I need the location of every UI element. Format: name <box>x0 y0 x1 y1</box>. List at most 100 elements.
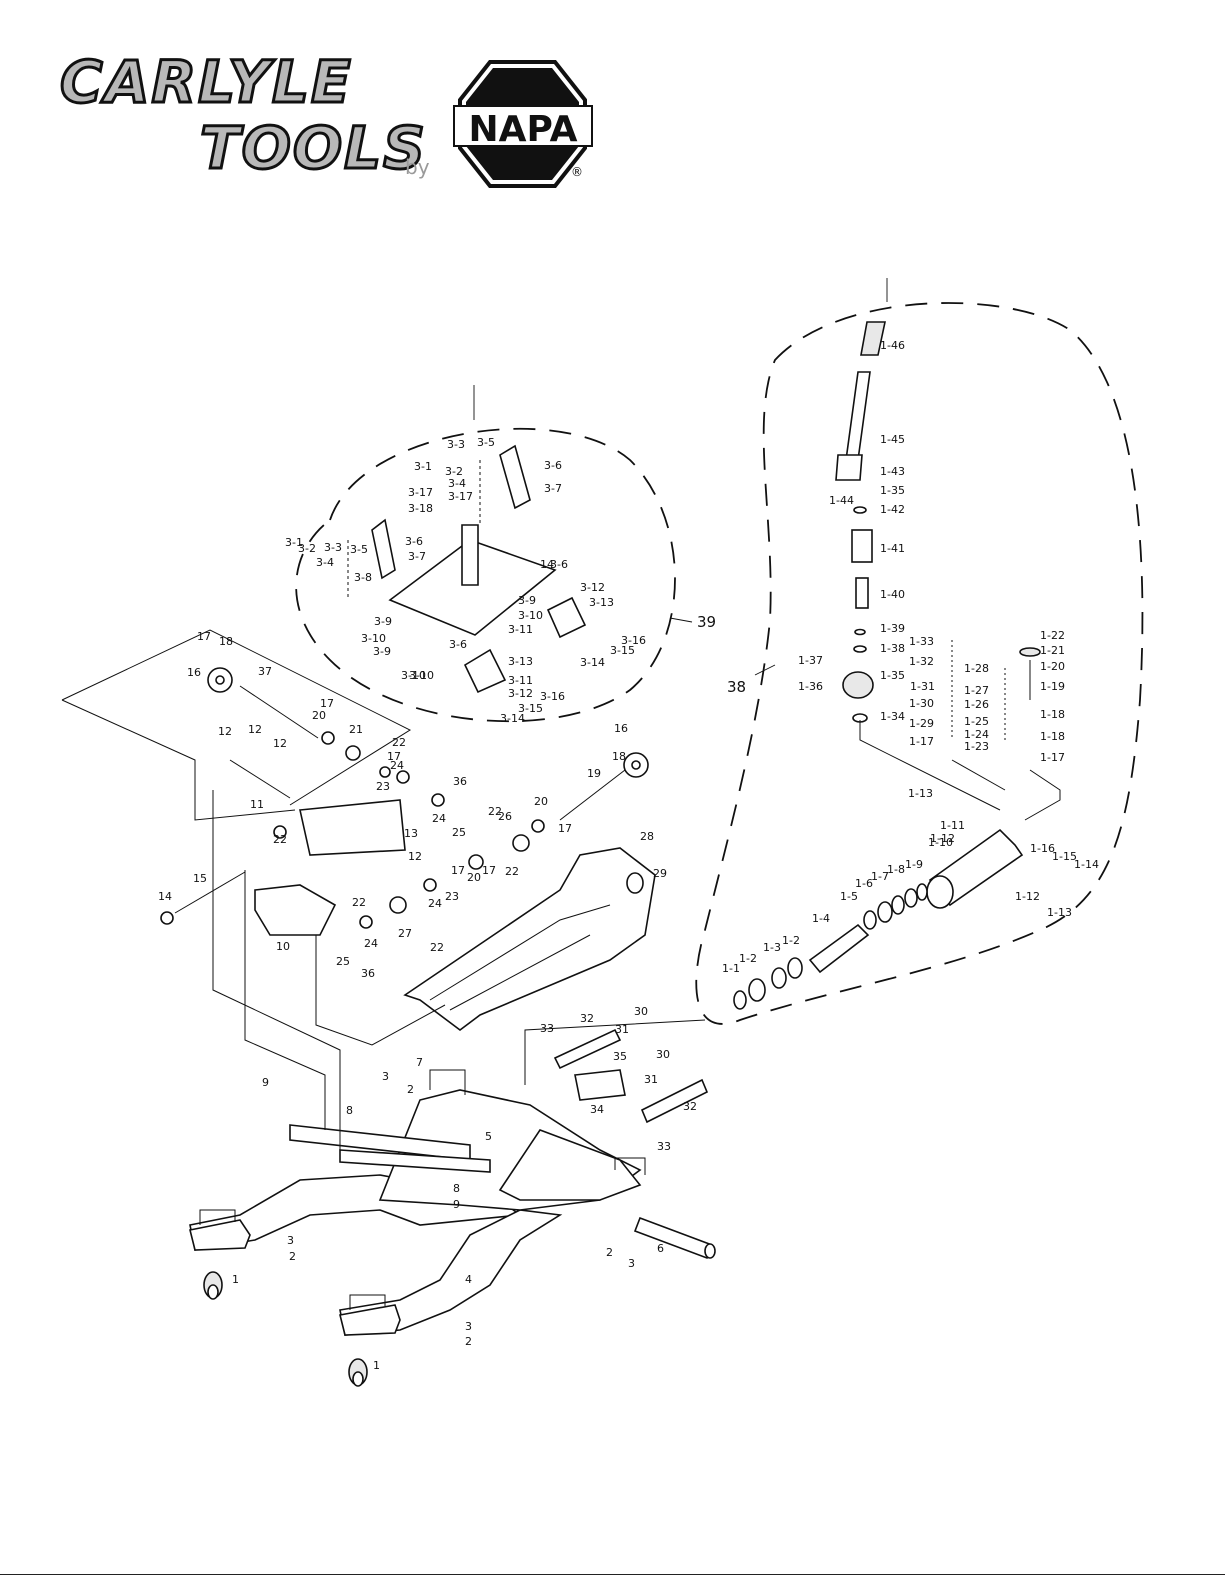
base-callout-41: 20 <box>467 871 481 884</box>
pump-to-frame-line <box>524 1019 706 1085</box>
saddle-callout-32: 3-15 <box>610 644 635 657</box>
pump-detail-boundary <box>695 302 1144 1025</box>
bushing-f <box>531 819 545 833</box>
base-callout-52: 24 <box>432 812 446 825</box>
base-callout-19: 11 <box>250 798 264 811</box>
saddle-callout-22: 3-10 <box>401 669 426 682</box>
rear-handle-loop <box>429 1069 466 1095</box>
pump-callout-39: 1-35 <box>880 484 905 497</box>
base-callout-33: 17 <box>558 822 572 835</box>
bushing-e <box>431 793 445 807</box>
lift-arm-pivot-boss <box>626 872 644 894</box>
base-callout-4: 2 <box>606 1246 613 1259</box>
pump-callout-2: 1-2 <box>782 934 800 947</box>
frame-connection-line-b <box>315 935 446 1046</box>
saddle-callout-4: 3-3 <box>447 438 465 451</box>
base-callout-55: 25 <box>452 826 466 839</box>
base-callout-32: 17 <box>387 750 401 763</box>
base-callout-16: 9 <box>262 1076 269 1089</box>
lift-arm-inner-rail <box>429 904 611 1011</box>
saddle-callout-27: 3-12 <box>508 687 533 700</box>
bushing-i <box>423 878 437 892</box>
base-callout-21: 12 <box>248 723 262 736</box>
base-callout-61: 30 <box>634 1005 648 1018</box>
base-callout-42: 21 <box>349 723 363 736</box>
saddle-callout-10: 3-6 <box>544 459 562 472</box>
pump-piston-rod <box>855 577 869 609</box>
pump-callout-36: 1-32 <box>909 655 934 668</box>
saddle-callout-12: 3-6 <box>550 558 568 571</box>
base-callout-49: 23 <box>376 780 390 793</box>
pump-callout-14: 1-13 <box>908 787 933 800</box>
base-callout-18: 10 <box>276 940 290 953</box>
pump-callout-29: 1-25 <box>964 715 989 728</box>
base-callout-10: 4 <box>465 1273 472 1286</box>
saddle-callout-17: 3-9 <box>374 615 392 628</box>
pump-callout-19: 1-17 <box>909 735 934 748</box>
base-callout-58: 27 <box>398 927 412 940</box>
base-callout-46: 22 <box>505 865 519 878</box>
base-callout-26: 14 <box>540 558 554 571</box>
base-callout-70: 35 <box>613 1050 627 1063</box>
saddle-callout-6: 3-4 <box>448 477 466 490</box>
base-callout-62: 30 <box>656 1048 670 1061</box>
pump-seal-d <box>853 506 867 514</box>
upper-cross-shaft <box>229 759 291 799</box>
saddle-callout-19: 3-9 <box>373 645 391 658</box>
lift-arm-cross-shaft <box>559 769 626 821</box>
pump-callout-16: 1-14 <box>1074 858 1099 871</box>
right-caster-wheel <box>348 1358 368 1387</box>
saddle-callout-1: 3-1 <box>285 536 303 549</box>
base-callout-24: 13 <box>404 827 418 840</box>
base-callout-6: 3 <box>287 1234 294 1247</box>
pump-callout-35: 1-31 <box>910 680 935 693</box>
registered-mark: ® <box>571 165 583 179</box>
pump-connection-line-b <box>951 759 1006 791</box>
saddle-callout-30: 3-14 <box>580 656 605 669</box>
saddle-pad-upper-left <box>371 518 396 580</box>
pump-callout-48: 1-43 <box>880 465 905 478</box>
bushing-g <box>512 834 530 852</box>
saddle-callout-8: 3-5 <box>477 436 495 449</box>
pump-seal-a <box>854 628 866 636</box>
pump-callout-11: 1-11 <box>940 819 965 832</box>
saddle-post <box>461 524 479 586</box>
base-callout-44: 22 <box>273 833 287 846</box>
pump-callout-10: 1-10 <box>928 836 953 849</box>
pump-callout-50: 1-45 <box>880 433 905 446</box>
saddle-plate <box>388 539 557 636</box>
handle-socket-tube <box>633 1216 714 1260</box>
pump-callout-8: 1-8 <box>887 863 905 876</box>
footer-rule <box>0 1574 1225 1575</box>
base-callout-54: 24 <box>364 937 378 950</box>
cyl-seal-5 <box>863 910 877 930</box>
base-callout-31: 17 <box>320 697 334 710</box>
frame-back-plate <box>498 1129 642 1201</box>
carlyle-tools-napa-logo: CARLYLE TOOLS by NAPA ® <box>59 47 593 188</box>
base-callout-14: 8 <box>346 1104 353 1117</box>
pump-callout-28: 1-24 <box>964 728 989 741</box>
saddle-pad-upper-right <box>499 444 531 510</box>
pump-callout-6: 1-6 <box>855 877 873 890</box>
base-callout-29: 16 <box>614 722 628 735</box>
saddle-callout-36: 3-17 <box>408 486 433 499</box>
saddle-callout-15: 3-7 <box>408 550 426 563</box>
pump-callout-45: 1-40 <box>880 588 905 601</box>
pump-callout-51: 1-46 <box>880 339 905 352</box>
side-handle-loop <box>614 1157 646 1175</box>
saddle-callout-28: 3-13 <box>589 596 614 609</box>
base-callout-69: 34 <box>590 1103 604 1116</box>
pump-callout-13: 1-12 <box>1015 890 1040 903</box>
base-callout-34: 17 <box>482 864 496 877</box>
base-callout-47: 22 <box>352 896 366 909</box>
pump-callout-21: 1-18 <box>1040 708 1065 721</box>
saddle-callout-21: 3-10 <box>518 609 543 622</box>
saddle-callout-34: 3-16 <box>621 634 646 647</box>
pump-callout-44: 1-39 <box>880 622 905 635</box>
base-callout-25: 14 <box>158 890 172 903</box>
pump-callout-17: 1-15 <box>1052 850 1077 863</box>
base-callout-2: 2 <box>289 1250 296 1263</box>
pump-handle-tube <box>845 371 871 461</box>
